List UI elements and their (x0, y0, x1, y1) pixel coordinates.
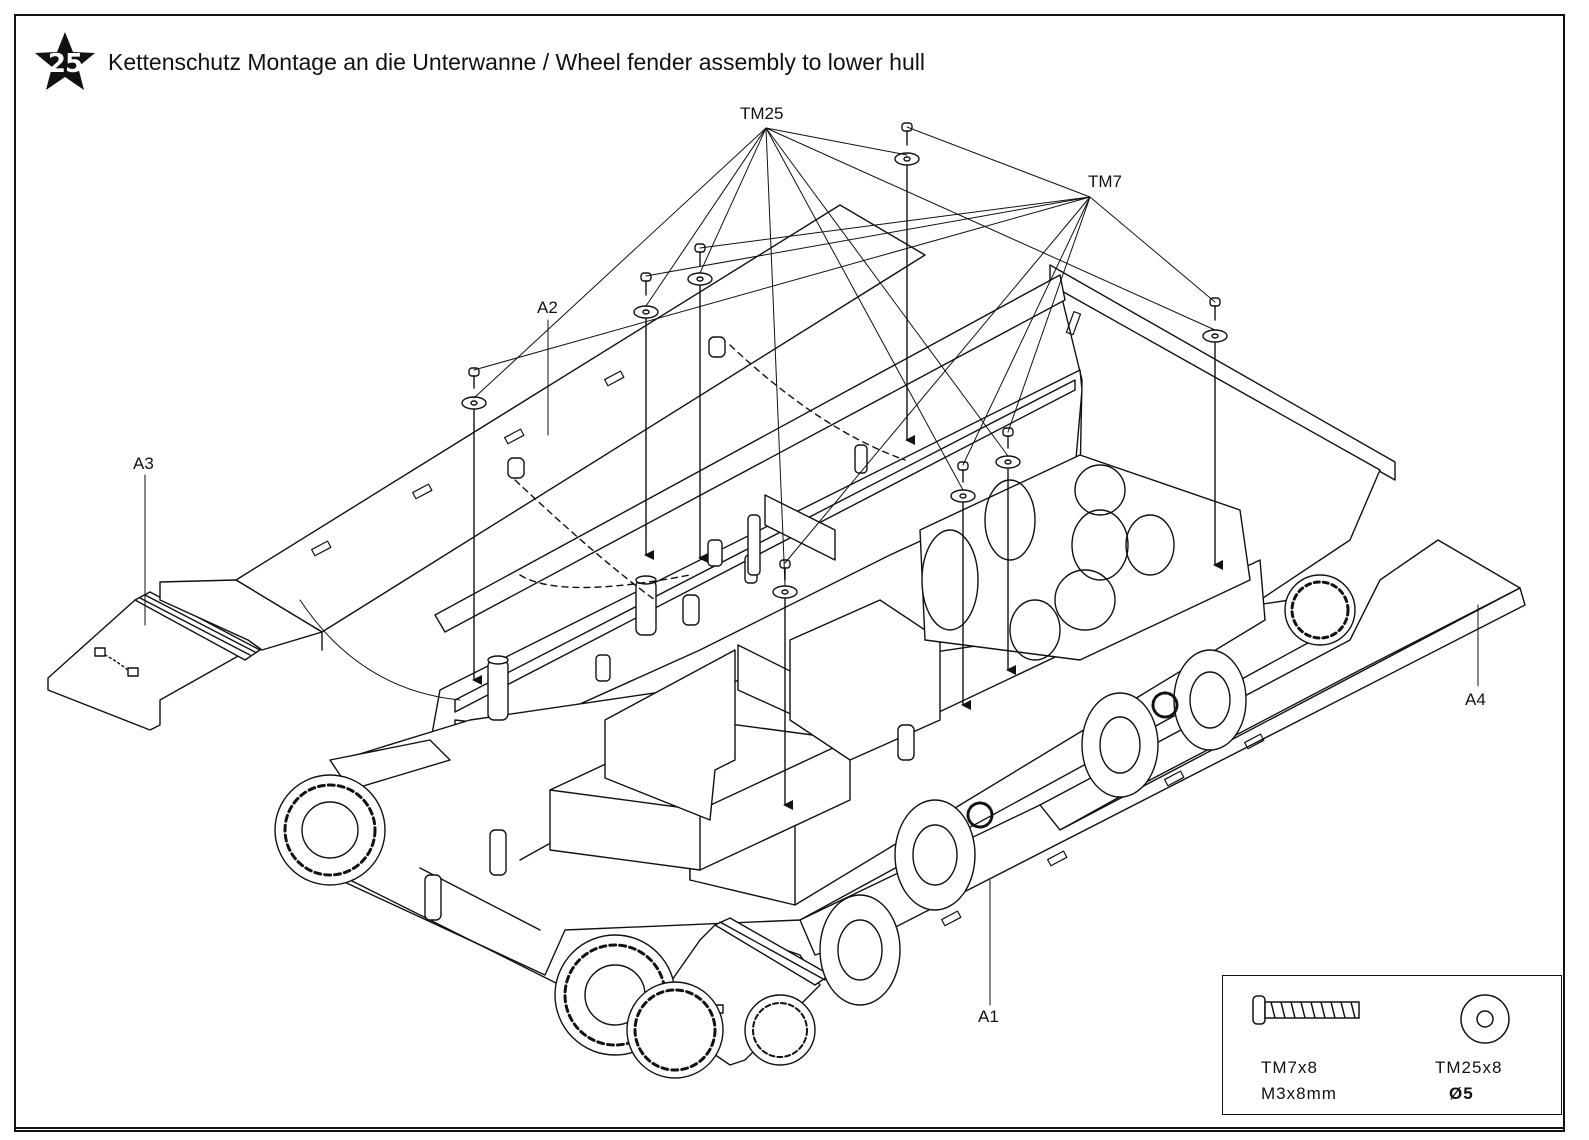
step-number: 25 (47, 49, 83, 79)
legend-washer-code: TM25x8 (1435, 1058, 1503, 1077)
washer-icon (1460, 994, 1510, 1044)
step-title: Kettenschutz Montage an die Unterwanne /… (108, 48, 925, 75)
mounting-posts (424, 336, 915, 921)
step-header: 25 Kettenschutz Montage an die Unterwann… (32, 32, 925, 92)
star-icon (35, 32, 95, 90)
fender-a3 (47, 579, 323, 731)
legend-washer-size: Ø5 (1449, 1084, 1474, 1103)
callout-a1: A1 (978, 1007, 999, 1026)
diagram-frame (14, 14, 1565, 1132)
legend-screw-code: TM7x8 (1261, 1058, 1318, 1077)
transmission-assembly (919, 454, 1251, 661)
road-wheels (819, 649, 1247, 1006)
callout-a4: A4 (1465, 690, 1486, 709)
callout-a3: A3 (133, 454, 154, 473)
bottom-rule (14, 1127, 1565, 1129)
parts-legend: TM7x8 M3x8mm TM25x8 Ø5 (1222, 975, 1562, 1115)
callout-tm25: TM25 (740, 104, 784, 123)
drive-sprockets (274, 574, 1356, 1079)
callout-tm7: TM7 (1088, 172, 1122, 191)
screw-icon (1252, 995, 1360, 1025)
legend-screw-size: M3x8mm (1261, 1084, 1337, 1103)
deck-slots (311, 311, 1265, 927)
step-badge: 25 (32, 30, 98, 94)
callout-a2: A2 (537, 298, 558, 317)
leader-lines (144, 126, 1479, 1006)
interior-boxes (549, 494, 941, 871)
fastener-arrows (299, 164, 1223, 810)
